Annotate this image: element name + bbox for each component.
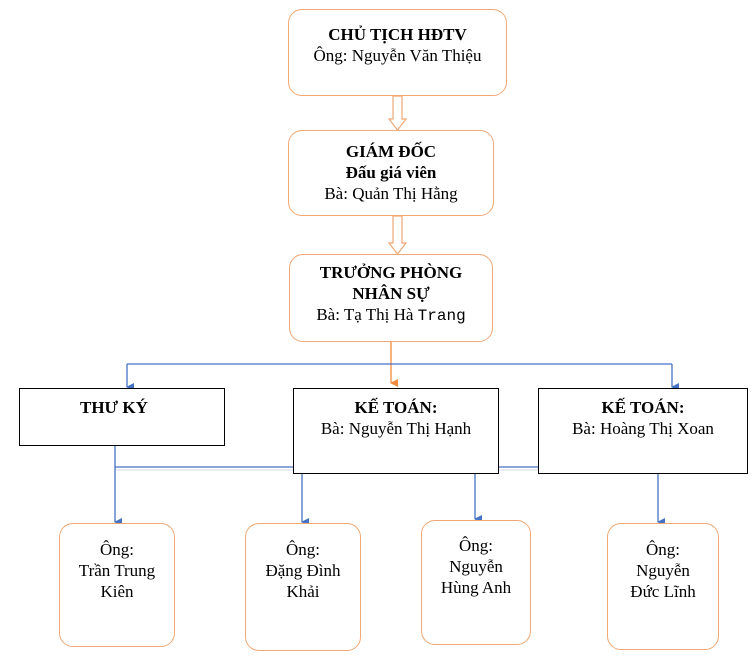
accountant-2-name: Bà: Hoàng Thị Xoan [572,419,714,438]
staff-4-line1: Ông: [646,540,680,559]
director-box: GIÁM ĐỐC Đấu giá viên Bà: Quản Thị Hằng [288,130,494,216]
hr-head-title-line1: TRƯỞNG PHÒNG [319,263,463,282]
staff-box-3: Ông: Nguyễn Hùng Anh [421,520,531,645]
staff-box-2: Ông: Đặng Đình Khải [245,523,361,651]
staff-3-line3: Hùng Anh [440,578,512,597]
staff-2-line2: Đặng Đình [265,561,341,580]
chairman-box: CHỦ TỊCH HĐTV Ông: Nguyễn Văn Thiệu [288,9,507,96]
hr-head-name-prefix: Bà: Tạ Thị Hà [316,305,414,324]
staff-1-line2: Trần Trung [78,561,156,580]
staff-1-line1: Ông: [100,540,134,559]
secretary-box: THƯ KÝ [19,388,225,446]
director-title: GIÁM ĐỐC [345,142,437,161]
staff-4-line3: Đức Lĩnh [630,582,696,601]
chairman-title: CHỦ TỊCH HĐTV [328,25,467,44]
accountant-1-title: KẾ TOÁN: [354,398,438,417]
hr-head-name-suffix: Trang [417,307,466,325]
accountant-2-title: KẾ TOÁN: [601,398,685,417]
secretary-title: THƯ KÝ [80,398,148,417]
staff-3-line2: Nguyễn [449,557,503,576]
accountant-1-box: KẾ TOÁN: Bà: Nguyễn Thị Hạnh [293,388,499,474]
director-name: Bà: Quản Thị Hằng [324,184,458,203]
double-arrow-chairman-director [387,95,408,131]
staff-box-4: Ông: Nguyễn Đức Lĩnh [607,523,719,650]
staff-1-line3: Kiên [100,582,134,601]
chairman-name: Ông: Nguyễn Văn Thiệu [313,46,482,65]
hr-head-title-line2: NHÂN SỰ [352,284,430,303]
double-arrow-director-hrhead [387,215,408,255]
staff-2-line1: Ông: [286,540,320,559]
hr-head-box: TRƯỞNG PHÒNG NHÂN SỰ Bà: Tạ Thị Hà Trang [289,254,493,342]
accountant-1-name: Bà: Nguyễn Thị Hạnh [320,419,472,438]
director-subtitle: Đấu giá viên [345,163,437,182]
staff-box-1: Ông: Trần Trung Kiên [59,523,175,647]
staff-4-line2: Nguyễn [636,561,690,580]
accountant-2-box: KẾ TOÁN: Bà: Hoàng Thị Xoan [538,388,748,474]
staff-2-line3: Khải [286,582,320,601]
hr-head-name: Bà: Tạ Thị Hà Trang [290,304,492,327]
staff-3-line1: Ông: [459,536,493,555]
